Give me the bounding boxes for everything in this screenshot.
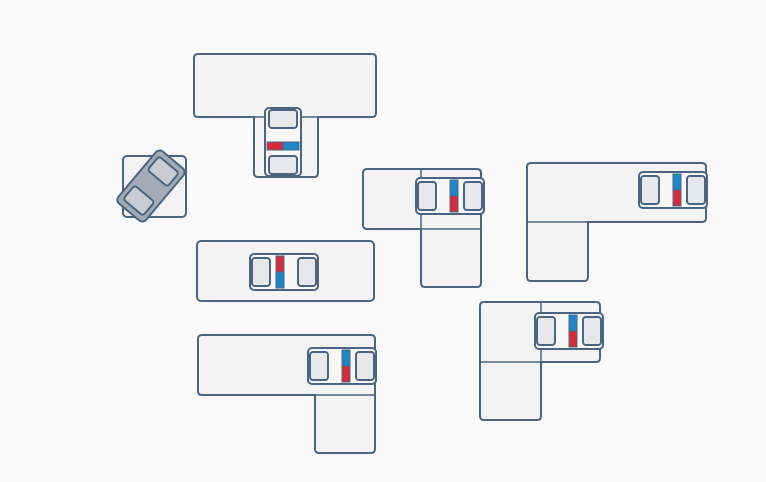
police-car-horizontal[interactable] bbox=[249, 253, 319, 291]
piece-bottom-left-l[interactable] bbox=[197, 334, 377, 454]
police-car-bottom-left[interactable] bbox=[307, 347, 377, 385]
police-car-center[interactable] bbox=[415, 177, 485, 215]
piece-center-l[interactable] bbox=[362, 168, 485, 288]
police-car-bottom-right[interactable] bbox=[534, 312, 604, 350]
piece-small-square[interactable] bbox=[114, 147, 188, 225]
police-car-vertical[interactable] bbox=[264, 107, 302, 177]
police-car-right[interactable] bbox=[638, 171, 708, 209]
piece-right-l[interactable] bbox=[526, 162, 708, 282]
piece-bottom-right-l[interactable] bbox=[479, 301, 604, 421]
piece-top-left-l[interactable] bbox=[193, 53, 377, 178]
piece-middle-horizontal[interactable] bbox=[196, 240, 375, 302]
